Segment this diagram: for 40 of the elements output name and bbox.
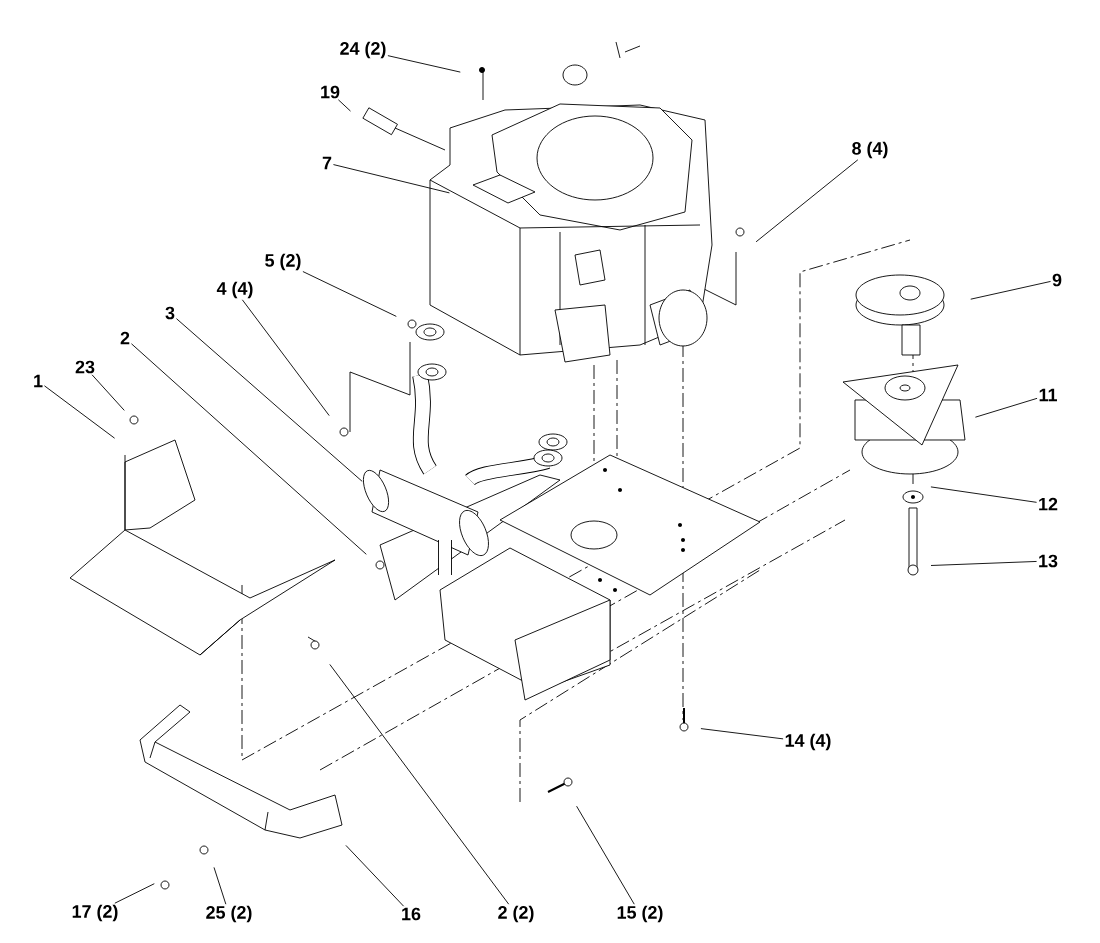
leader-line — [345, 844, 405, 907]
leader-line — [176, 318, 363, 482]
callout-number: 2 — [120, 331, 130, 345]
callout-number: 12 — [1039, 497, 1058, 511]
leader-line — [576, 805, 635, 905]
leader-line — [131, 343, 367, 555]
leader-line — [337, 99, 351, 112]
callout-number: 9 — [1052, 273, 1062, 287]
leader-line — [44, 385, 116, 439]
leader-line — [930, 561, 1038, 566]
leader-line — [755, 159, 859, 243]
callout-number: 24 (2) — [340, 41, 386, 59]
callout-number: 14 (4) — [785, 733, 831, 751]
callout-number: 13 — [1039, 554, 1058, 568]
callout-number: 11 — [1039, 388, 1057, 402]
leader-line — [700, 728, 784, 740]
leader-line — [241, 299, 330, 417]
leader-line — [333, 164, 450, 194]
callout-number: 3 — [165, 306, 175, 320]
leader-line — [387, 55, 461, 73]
callout-number: 17 (2) — [72, 904, 118, 922]
callout-number: 19 — [321, 85, 340, 99]
callout-number: 23 — [75, 360, 95, 374]
leader-line — [970, 281, 1051, 300]
callout-number: 8 (4) — [852, 141, 888, 159]
leader-line — [930, 486, 1038, 503]
callout-number: 1 — [34, 374, 43, 388]
callout-number: 2 (2) — [498, 905, 534, 923]
callout-number: 16 — [402, 907, 421, 921]
leader-line — [91, 374, 125, 411]
callout-number: 7 — [322, 156, 332, 170]
callout-number: 4 (4) — [216, 281, 253, 299]
callout-number: 15 (2) — [617, 905, 663, 923]
leader-line — [302, 271, 397, 317]
leader-line — [114, 883, 155, 904]
callout-number: 25 (2) — [206, 905, 252, 923]
leader-line — [974, 397, 1038, 418]
callout-number: 5 (2) — [265, 253, 301, 271]
leader-line — [213, 866, 227, 905]
leader-line — [329, 663, 510, 905]
